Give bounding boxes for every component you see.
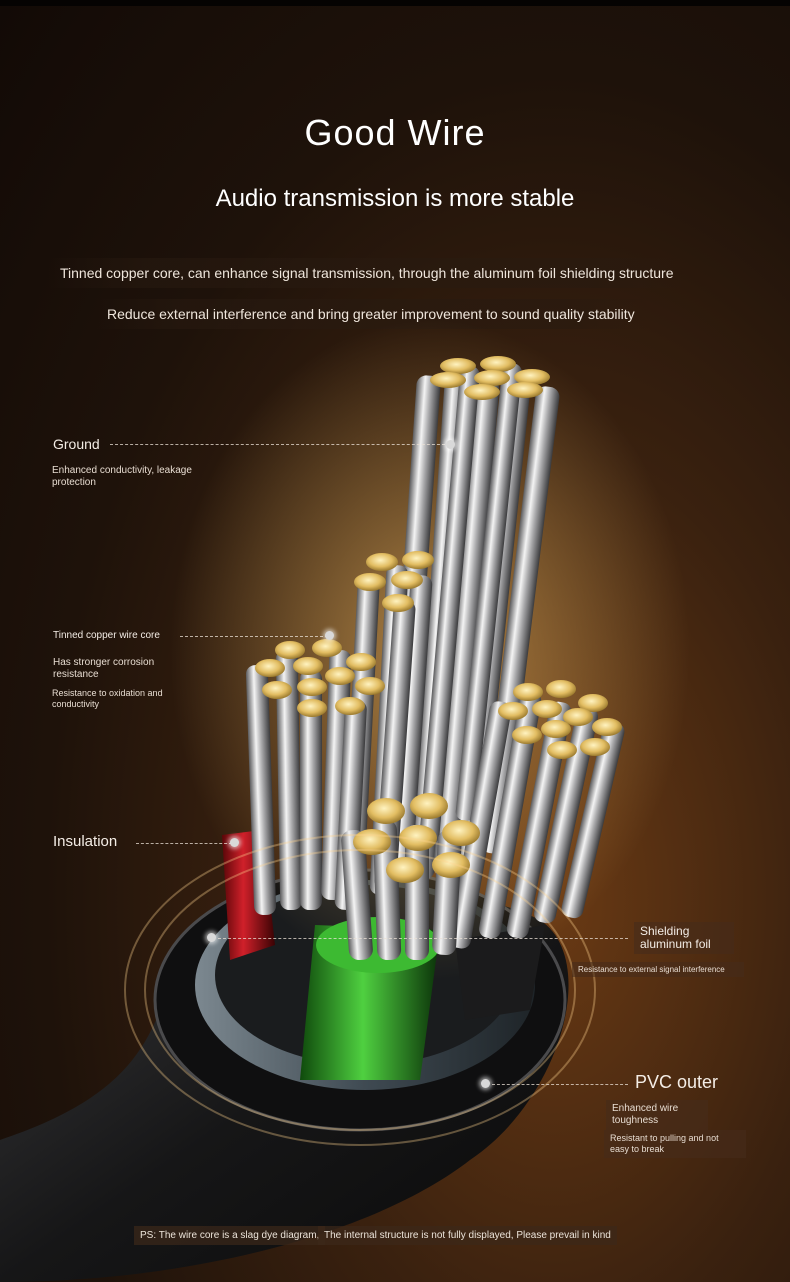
shielding-description: Resistance to external signal interferen… bbox=[572, 962, 744, 977]
pvc-leader-line bbox=[492, 1084, 628, 1085]
core-leader-line bbox=[180, 636, 328, 637]
footer-note-1: PS: The wire core is a slag dye diagram, bbox=[134, 1226, 326, 1245]
core-marker bbox=[325, 631, 334, 640]
ground-leader-line bbox=[110, 444, 450, 445]
pvc-label: PVC outer bbox=[635, 1072, 719, 1092]
shielding-leader-line bbox=[218, 938, 628, 939]
pvc-description-2: Resistant to pulling and not easy to bre… bbox=[604, 1130, 746, 1158]
page-subtitle: Audio transmission is more stable bbox=[215, 185, 575, 212]
ground-marker bbox=[446, 440, 455, 449]
top-bar bbox=[0, 0, 790, 6]
pvc-marker bbox=[481, 1079, 490, 1088]
ground-label: Ground bbox=[53, 436, 100, 452]
insulation-marker bbox=[230, 838, 239, 847]
pvc-description-1: Enhanced wire toughness bbox=[606, 1100, 708, 1130]
ground-description: Enhanced conductivity, leakage protectio… bbox=[52, 465, 192, 488]
shielding-label: Shielding aluminum foil bbox=[634, 922, 734, 954]
footer-note-2: The internal structure is not fully disp… bbox=[318, 1226, 617, 1245]
intro-line-1: Tinned copper core, can enhance signal t… bbox=[48, 258, 686, 288]
core-description-1: Has stronger corrosion resistance bbox=[53, 657, 155, 680]
shielding-marker bbox=[207, 933, 216, 942]
intro-line-2: Reduce external interference and bring g… bbox=[95, 299, 647, 329]
core-description-2: Resistance to oxidation and conductivity bbox=[52, 688, 163, 709]
insulation-leader-line bbox=[136, 843, 232, 844]
insulation-label: Insulation bbox=[53, 833, 118, 850]
core-label: Tinned copper wire core bbox=[53, 630, 160, 641]
page-title: Good Wire bbox=[304, 112, 486, 153]
